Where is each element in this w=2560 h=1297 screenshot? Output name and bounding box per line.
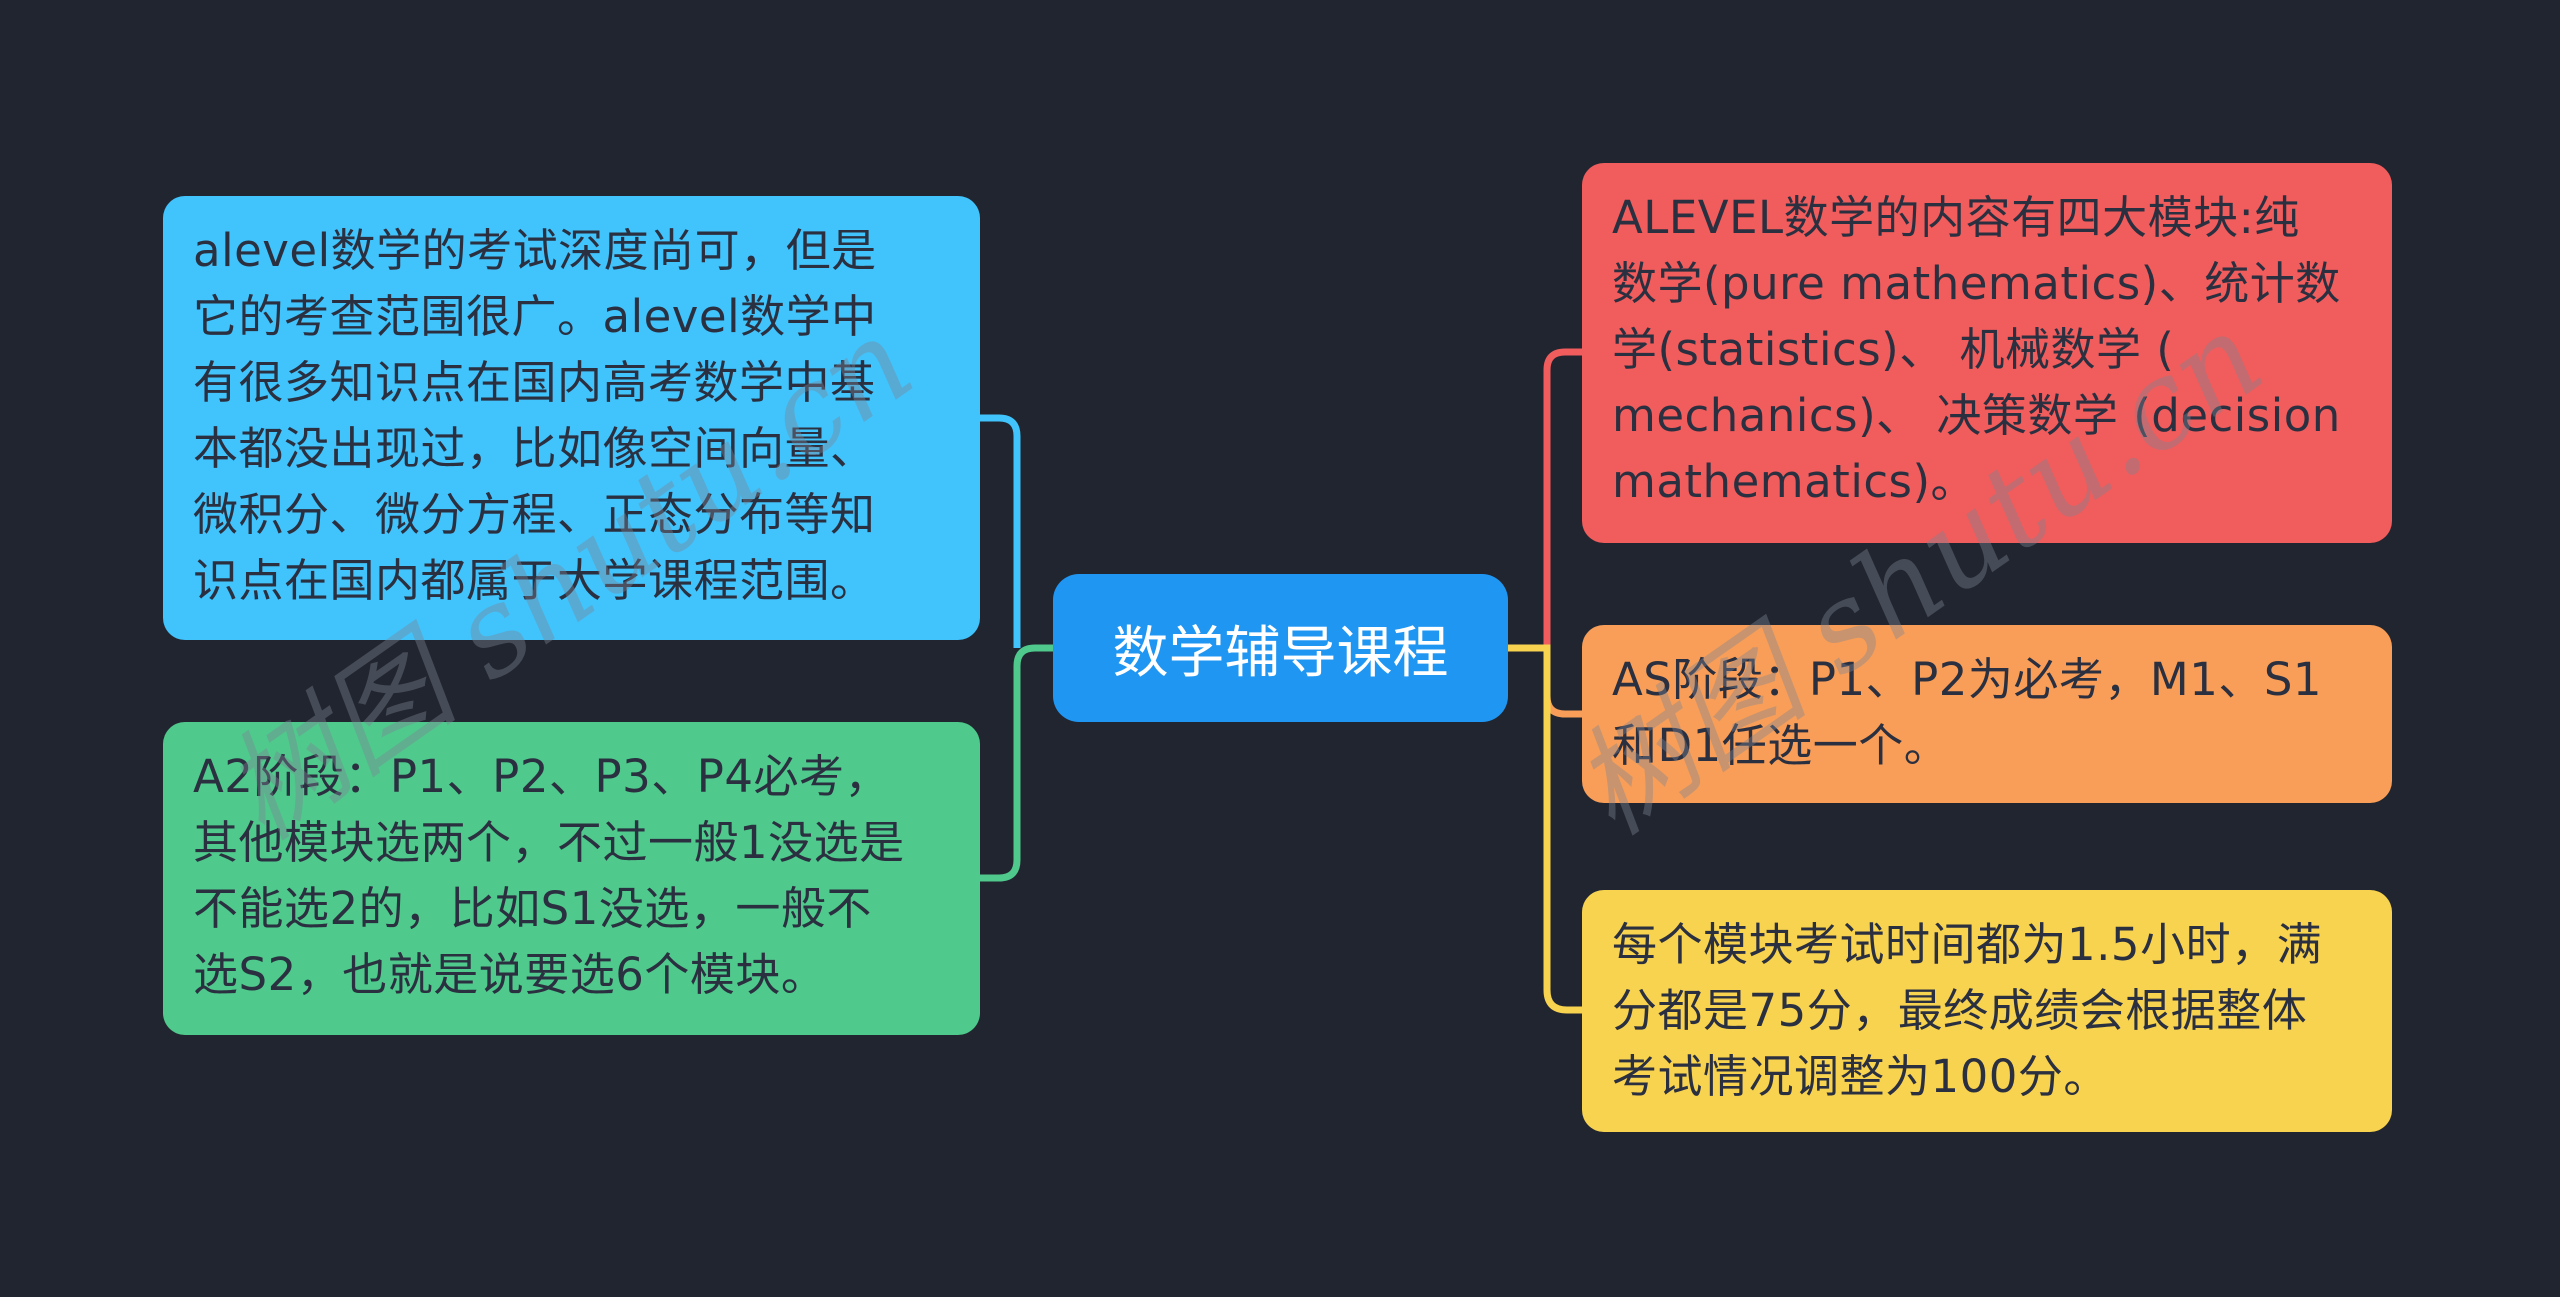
connector-modules-branch: [1543, 348, 1582, 648]
connector-a2-branch: [980, 644, 1056, 882]
connector-intro-branch: [980, 414, 1021, 648]
node-exam-time[interactable]: 每个模块考试时间都为1.5小时，满 分都是75分，最终成绩会根据整体 考试情况调…: [1582, 890, 2392, 1132]
node-a2-stage[interactable]: A2阶段：P1、P2、P3、P4必考， 其他模块选两个，不过一般1没选是 不能选…: [163, 722, 980, 1035]
node-as-stage[interactable]: AS阶段：P1、P2为必考，M1、S1 和D1任选一个。: [1582, 625, 2392, 803]
root-node-math-course[interactable]: 数学辅导课程: [1053, 574, 1508, 722]
node-four-modules[interactable]: ALEVEL数学的内容有四大模块:纯 数学(pure mathematics)、…: [1582, 163, 2392, 543]
connector-as-branch: [1543, 650, 1582, 718]
node-alevel-intro[interactable]: alevel数学的考试深度尚可，但是 它的考查范围很广。alevel数学中 有很…: [163, 196, 980, 640]
connector-exam-branch: [1508, 644, 1582, 1014]
